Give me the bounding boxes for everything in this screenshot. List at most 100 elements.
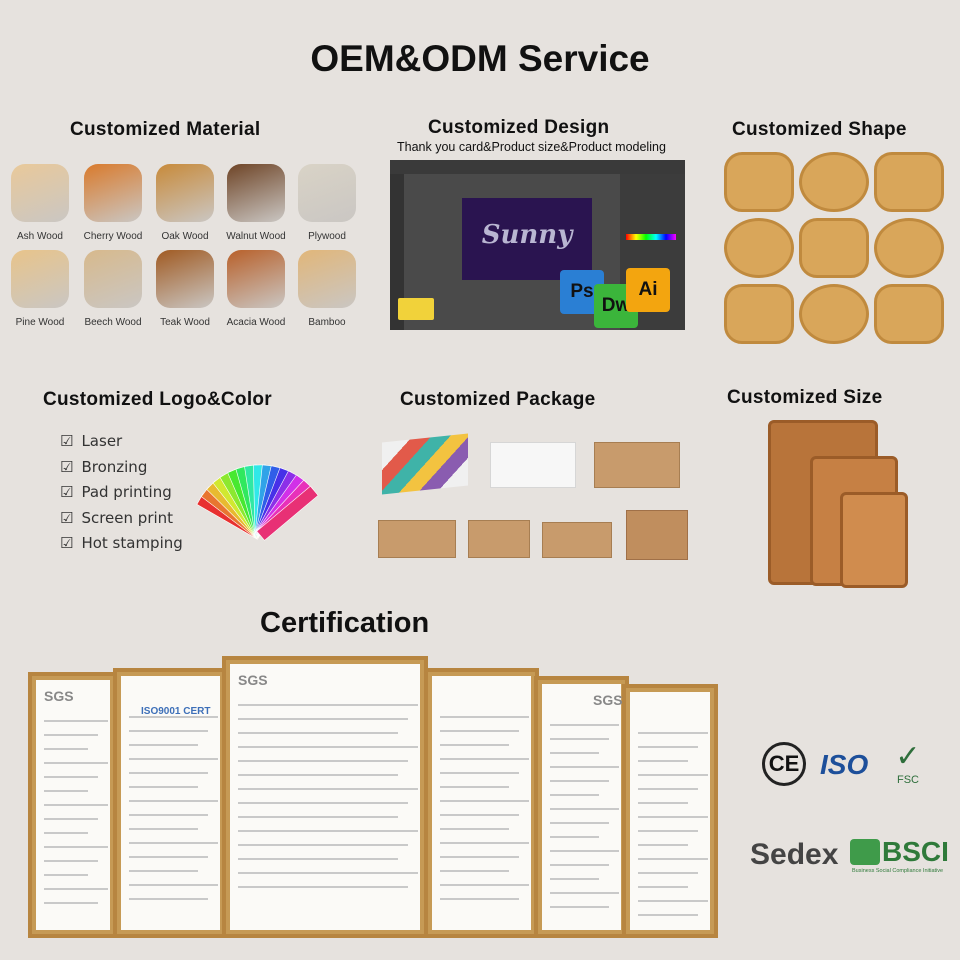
certificate-paper: SGS (542, 684, 623, 930)
text-line (129, 758, 218, 760)
text-line (550, 836, 599, 838)
tooltip-badge (398, 298, 434, 320)
text-line (440, 800, 529, 802)
logo-heading: Customized Logo&Color (43, 389, 273, 410)
logo-method-label: Pad printing (81, 483, 172, 501)
design-subtitle: Thank you card&Product size&Product mode… (397, 140, 666, 154)
certificate-paper: SGS (230, 664, 420, 930)
color-fan-deck-illustration (196, 464, 319, 541)
text-line (129, 716, 218, 718)
text-line (129, 842, 218, 844)
text-line (238, 844, 408, 846)
shape-plate-grid (720, 148, 950, 344)
certificate-paper (432, 676, 531, 930)
bamboo-shape-plate (874, 152, 944, 212)
text-line (238, 774, 398, 776)
wood-swatch (156, 250, 214, 308)
text-line (129, 884, 218, 886)
mailer-box (626, 510, 688, 560)
ce-logo: CE (762, 742, 806, 786)
text-line (440, 772, 519, 774)
wood-label: Ash Wood (17, 231, 63, 242)
text-line (550, 878, 599, 880)
wood-swatch (156, 164, 214, 222)
text-line (440, 758, 529, 760)
text-line (238, 718, 408, 720)
text-line (238, 830, 418, 832)
logo-method-label: Bronzing (81, 457, 148, 476)
text-line (238, 760, 408, 762)
size-heading: Customized Size (727, 387, 883, 408)
text-line (44, 888, 108, 890)
text-line (550, 892, 619, 894)
text-line (44, 832, 88, 834)
text-line (440, 856, 519, 858)
design-heading: Customized Design (428, 117, 610, 138)
text-line (550, 822, 609, 824)
bamboo-shape-plate (799, 218, 869, 278)
checkbox-icon: ☑ (60, 457, 74, 476)
text-line (550, 724, 619, 726)
wood-label: Walnut Wood (226, 231, 286, 242)
wood-swatch (11, 164, 69, 222)
tool-panel (390, 174, 404, 330)
text-line (44, 734, 98, 736)
certificate-label: ISO9001 CERT (141, 706, 211, 717)
text-line (129, 870, 198, 872)
certificate-frame: SGS (222, 656, 428, 938)
text-line (440, 744, 509, 746)
wood-swatch (11, 250, 69, 308)
text-line (550, 766, 619, 768)
text-line (440, 898, 519, 900)
shape-heading: Customized Shape (732, 119, 907, 140)
material-heading: Customized Material (70, 119, 261, 140)
certificate-label: SGS (44, 688, 74, 704)
text-line (550, 752, 599, 754)
text-line (550, 738, 609, 740)
logo-method-item: ☑ Bronzing (60, 458, 147, 476)
text-line (44, 804, 108, 806)
wood-swatch (84, 164, 142, 222)
checkbox-icon: ☑ (60, 508, 74, 527)
app-icon-2: Ai (626, 268, 670, 312)
text-line (44, 720, 108, 722)
drawer-box (378, 520, 456, 558)
text-line (238, 886, 408, 888)
text-line (440, 786, 509, 788)
text-line (550, 808, 619, 810)
wood-label: Cherry Wood (83, 231, 143, 242)
text-line (129, 772, 208, 774)
bamboo-shape-plate (724, 284, 794, 344)
logo-method-label: Hot stamping (81, 534, 183, 552)
text-line (550, 780, 609, 782)
text-line (238, 732, 398, 734)
iso-logo: ISO (820, 749, 869, 780)
bamboo-shape-plate (874, 218, 944, 278)
text-line (129, 730, 208, 732)
text-line (44, 748, 88, 750)
text-line (238, 858, 398, 860)
text-line (638, 788, 698, 790)
bsci-icon (850, 839, 880, 865)
text-line (129, 814, 208, 816)
bsci-logo: BSCI (850, 836, 949, 868)
certificate-paper: SGS (36, 680, 110, 930)
small-board (840, 492, 908, 588)
text-line (550, 906, 609, 908)
app-menu-bar (390, 160, 685, 174)
sedex-logo: Sedex (750, 838, 839, 871)
text-line (44, 846, 108, 848)
text-line (129, 828, 198, 830)
certificate-paper (630, 692, 710, 930)
text-line (638, 872, 698, 874)
text-line (238, 802, 408, 804)
text-line (238, 872, 418, 874)
certification-heading: Certification (260, 607, 430, 639)
fsc-logo: ✓ FSC (888, 740, 928, 792)
page-title: OEM&ODM Service (310, 38, 650, 79)
color-spectrum (626, 234, 676, 240)
text-line (44, 818, 98, 820)
bamboo-shape-plate (724, 218, 794, 278)
checkbox-icon: ☑ (60, 483, 74, 501)
